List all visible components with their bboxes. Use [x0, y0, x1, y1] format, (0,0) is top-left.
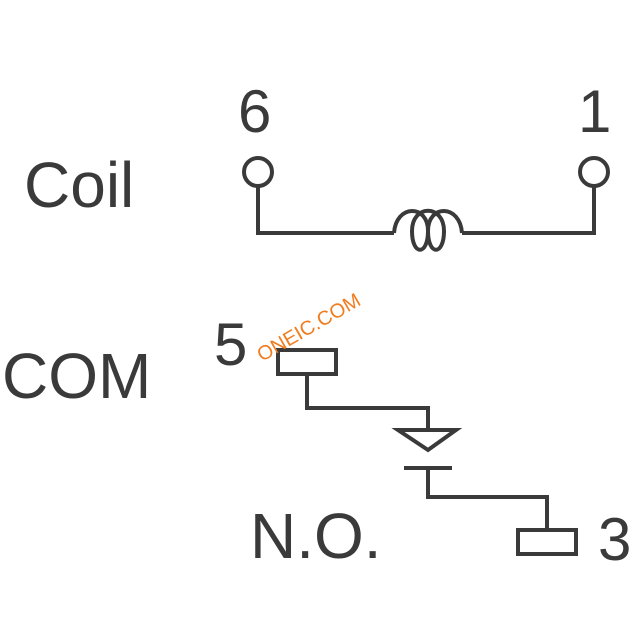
com-label: COM	[2, 340, 151, 412]
pin-6-terminal-icon	[242, 156, 274, 188]
coil-wire-right	[462, 186, 596, 235]
pin-1-terminal-icon	[578, 156, 610, 188]
pin-6-number: 6	[238, 78, 271, 145]
coil-circuit	[242, 156, 610, 252]
no-terminal-icon	[516, 528, 578, 556]
no-label: N.O.	[250, 500, 382, 572]
coil-winding-icon	[392, 208, 464, 252]
com-terminal-icon	[276, 348, 338, 376]
moving-contact-icon	[391, 428, 463, 453]
pin-1-number: 1	[578, 78, 611, 145]
coil-label: Coil	[24, 149, 134, 221]
no-wire	[426, 468, 549, 530]
coil-wire-left	[256, 186, 394, 235]
watermark: ONEIC.COM	[254, 289, 365, 366]
com-wire	[305, 374, 430, 430]
pin-5-number: 5	[214, 311, 247, 378]
pin-3-number: 3	[598, 506, 631, 573]
contact-circuit	[276, 348, 578, 556]
